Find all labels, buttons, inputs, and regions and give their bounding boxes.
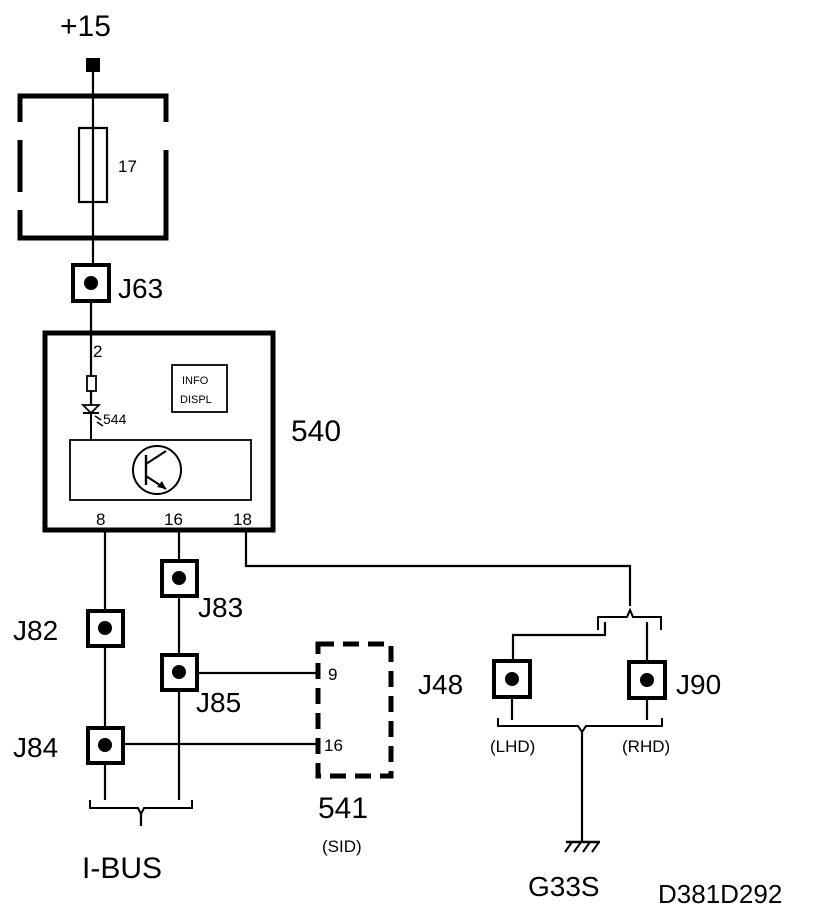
variant-rhd: (RHD) [622,737,670,756]
module-540: 2 544 INFO DISPL 8 16 18 [42,330,276,533]
connector-j83: J83 [160,559,243,623]
j83-label: J83 [198,592,243,623]
info-display-line1: INFO [182,375,209,387]
j63-label: J63 [118,273,163,304]
info-display-box [171,364,228,413]
j85-label: J85 [196,687,241,718]
fuse-17 [77,126,109,204]
variant-brace [597,607,662,630]
connector-j84: J84 [13,726,125,765]
j48-label: J48 [418,669,463,700]
connector-j85: J85 [160,653,241,718]
j84-label: J84 [13,732,58,763]
diode-544 [80,404,104,440]
module-540-pin-2: 2 [93,342,102,361]
module-541-pin-9: 9 [328,665,337,684]
module-541: 9 16 [315,641,394,779]
driver-block [69,439,252,501]
j82-label: J82 [13,615,58,646]
module-540-pin-8: 8 [96,510,105,529]
connector-j48: J48 [418,659,532,700]
bus-bracket [89,800,193,817]
module-540-pin-16: 16 [164,510,183,529]
supply-terminal [86,58,100,72]
transistor-symbol [132,445,182,495]
j90-label: J90 [676,669,721,700]
info-display-line2: DISPL [180,394,212,406]
bus-label: I-BUS [82,852,162,885]
wire-pin18-variants [244,530,632,606]
module-540-label: 540 [291,415,341,448]
fuse-box: 17 [17,93,169,241]
fuse-number: 17 [118,157,137,176]
connector-j90: J90 [627,660,721,700]
module-541-label: 541 [318,792,368,825]
drawing-id: D381D292 [658,879,782,909]
ground-symbol [564,840,600,853]
variant-lhd: (LHD) [490,737,535,756]
connector-j82: J82 [13,609,125,648]
ground-label: G33S [528,871,600,902]
module-541-sublabel: (SID) [322,837,362,856]
supply-label: +15 [60,10,111,43]
module-540-pin-18: 18 [233,510,252,529]
diode-label: 544 [103,411,127,427]
resistor [86,375,97,392]
module-541-pin-16: 16 [324,736,343,755]
connector-j63: J63 [71,263,163,304]
wire-to-j48 [511,622,607,680]
ground-bracket [497,718,663,734]
